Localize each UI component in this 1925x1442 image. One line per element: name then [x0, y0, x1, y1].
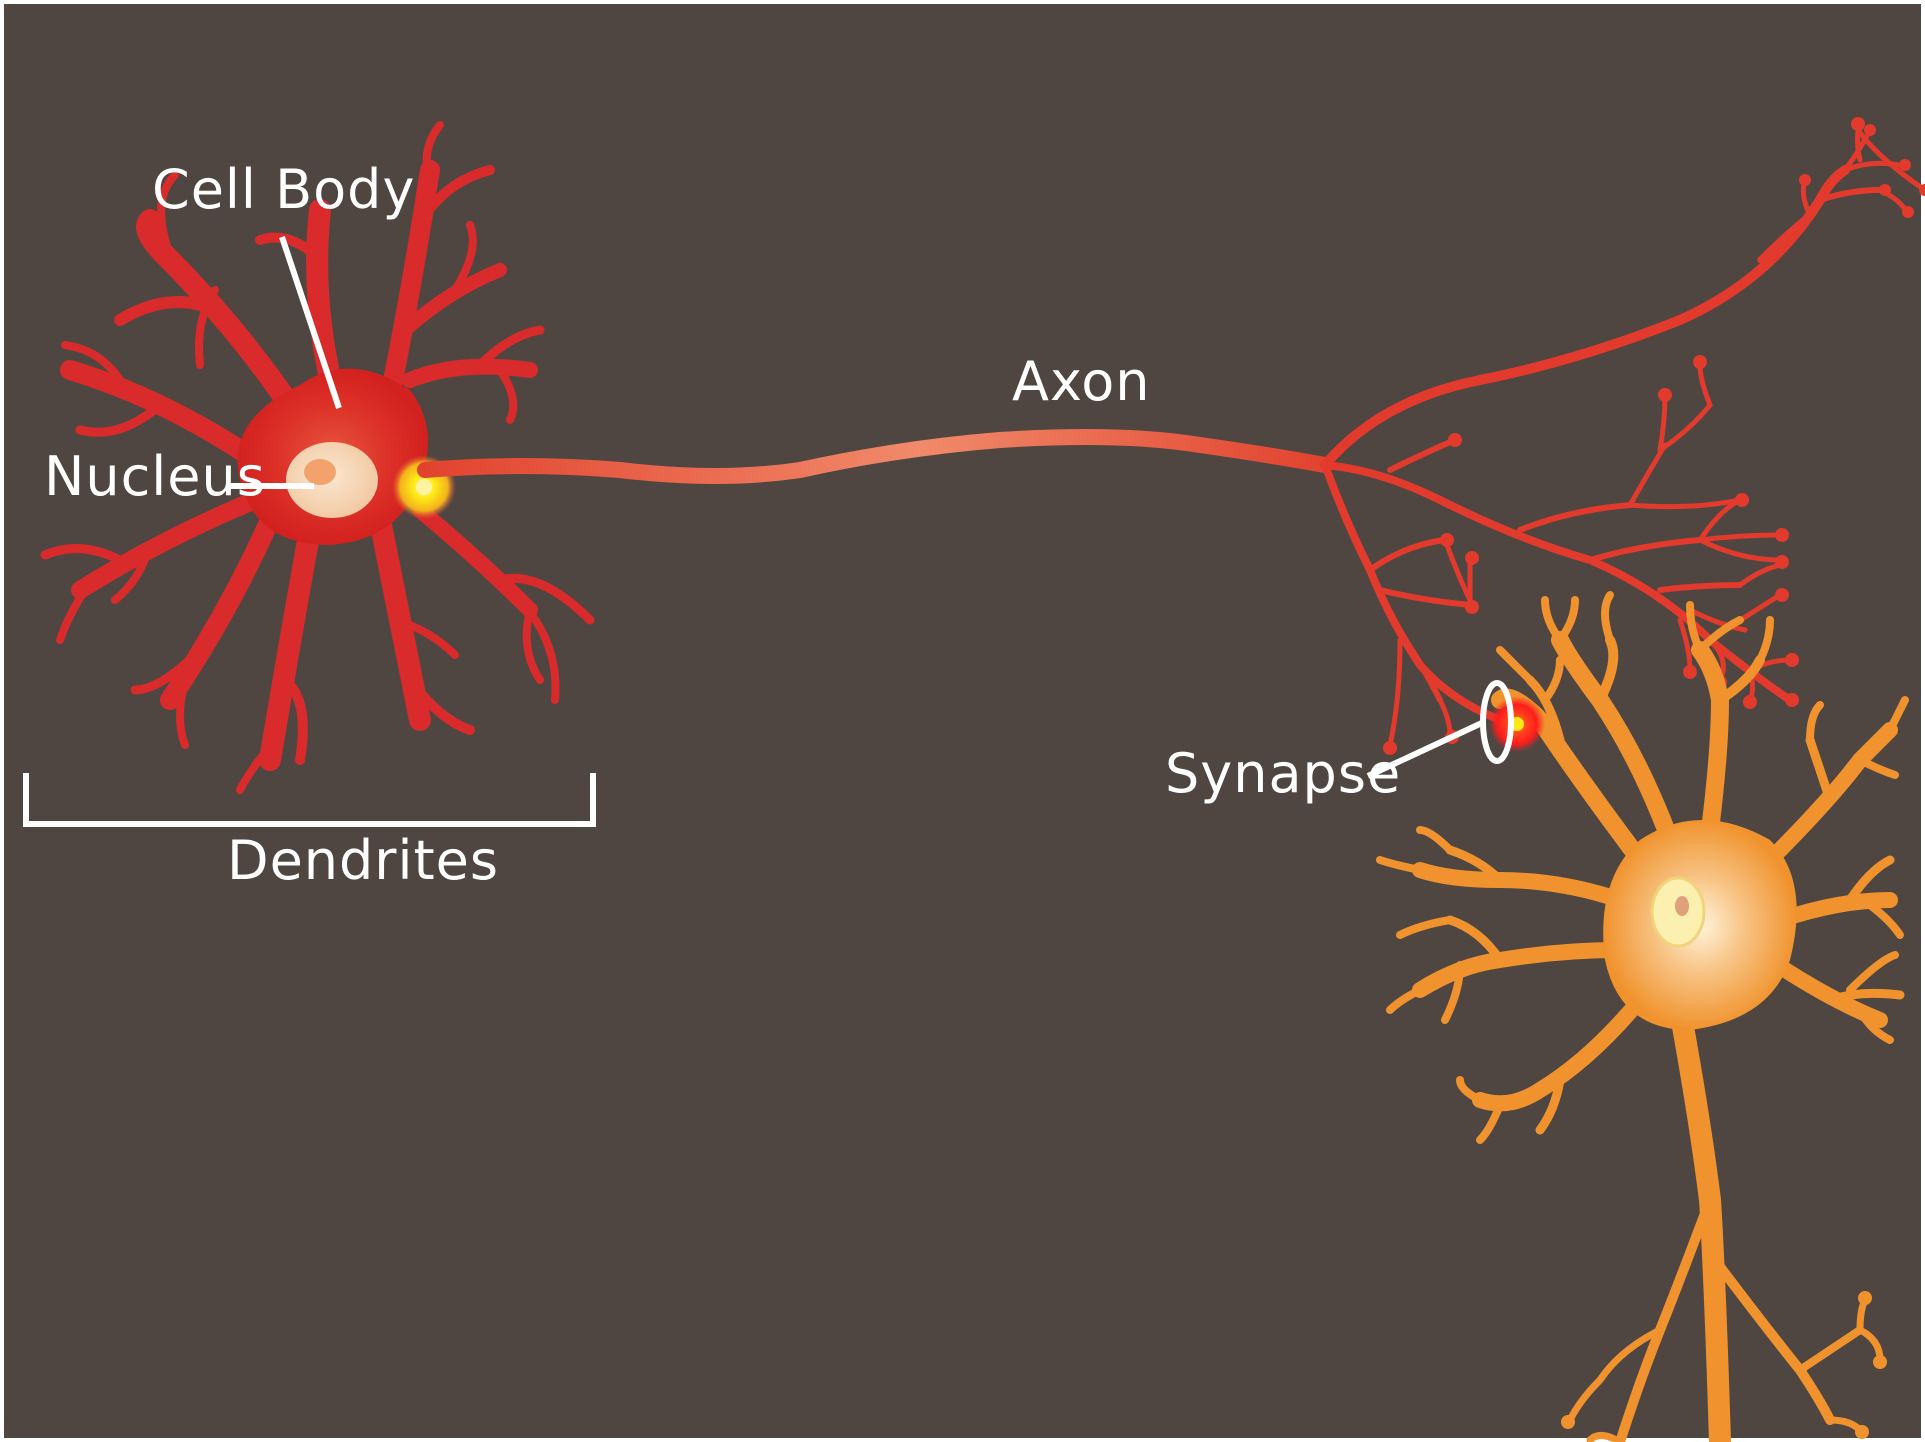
label-cell-body: Cell Body — [152, 163, 415, 217]
signal-impulse-core — [416, 479, 432, 495]
neuron-a-nucleolus — [304, 459, 336, 485]
label-nucleus: Nucleus — [44, 450, 266, 504]
label-dendrites: Dendrites — [227, 834, 499, 888]
label-synapse: Synapse — [1165, 747, 1401, 801]
label-axon: Axon — [1012, 355, 1151, 409]
neuron-b-nucleolus — [1675, 896, 1689, 916]
